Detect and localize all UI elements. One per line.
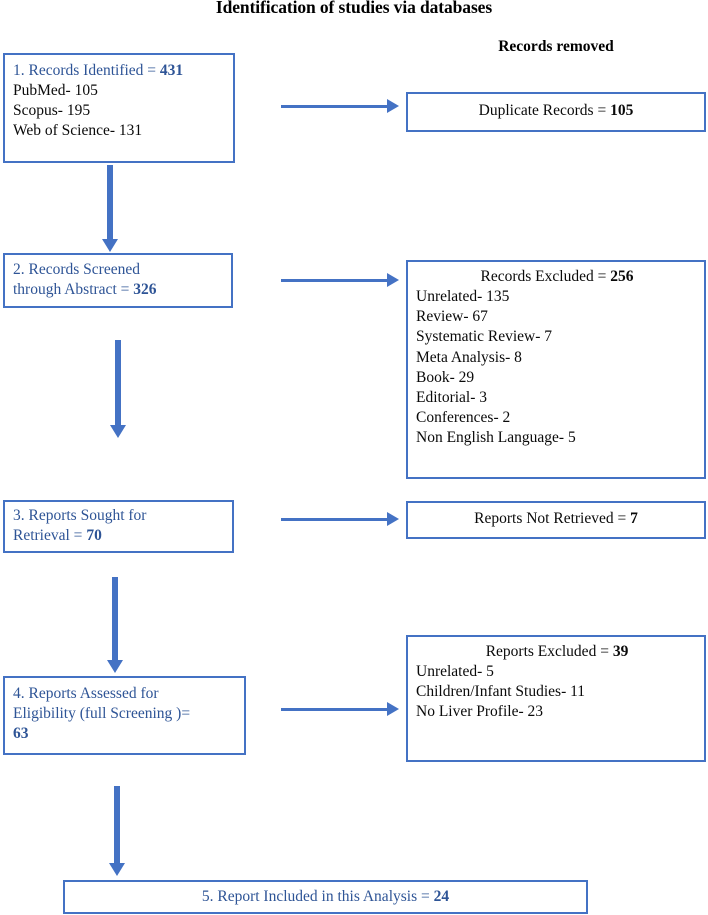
duplicate-records-value: 105 (610, 102, 634, 119)
source-web-of-science: Web of Science- 131 (13, 122, 143, 140)
box-records-excluded: Records Excluded = 256 Unrelated- 135 Re… (406, 260, 706, 479)
records-excluded-value: 256 (610, 268, 634, 285)
box-reports-not-retrieved: Reports Not Retrieved = 7 (406, 501, 706, 539)
reports-not-retrieved-text: Reports Not Retrieved = 7 (474, 510, 638, 527)
reports-assessed-value: 63 (13, 725, 29, 743)
box-records-screened: 2. Records Screened through Abstract = 3… (3, 253, 233, 308)
source-scopus: Scopus- 195 (13, 102, 91, 120)
reports-sought-line1: 3. Reports Sought for (13, 507, 147, 524)
records-screened-value: 326 (133, 281, 157, 299)
records-excluded-heading: Records Excluded = 256 (480, 268, 634, 285)
duplicate-records-text: Duplicate Records = 105 (478, 102, 634, 119)
records-screened-line1: 2. Records Screened (13, 261, 140, 278)
diagram-title: Identification of studies via databases (215, 0, 493, 17)
exclusion-reason-meta-analysis: Meta Analysis- 8 (416, 348, 522, 366)
reports-not-retrieved-value: 7 (630, 510, 638, 527)
reports-excluded-heading: Reports Excluded = 39 (485, 643, 629, 660)
exclusion-reason-systematic-review: Systematic Review- 7 (416, 328, 553, 346)
reports-sought-line2: Retrieval = 70 (13, 527, 102, 545)
reports-assessed-line2: Eligibility (full Screening )= (13, 705, 191, 723)
box-reports-excluded: Reports Excluded = 39 Unrelated- 5 Child… (406, 635, 706, 762)
box-duplicate-records: Duplicate Records = 105 (406, 92, 706, 132)
reports-assessed-line1: 4. Reports Assessed for (13, 685, 159, 702)
report-included-value: 24 (433, 888, 450, 905)
exclusion-reason-unrelated: Unrelated- 135 (416, 288, 510, 306)
records-removed-header: Records removed (498, 38, 614, 55)
exclusion-reason-book: Book- 29 (416, 368, 475, 386)
box-reports-sought: 3. Reports Sought for Retrieval = 70 (3, 500, 234, 553)
report-exclusion-reason-children: Children/Infant Studies- 11 (416, 683, 586, 701)
exclusion-reason-conferences: Conferences- 2 (416, 408, 511, 426)
box-records-identified: 1. Records Identified = 431 PubMed- 105 … (3, 53, 235, 163)
report-included-text: 5. Report Included in this Analysis = 24 (201, 888, 450, 905)
records-identified-heading: 1. Records Identified = 431 (13, 62, 184, 79)
exclusion-reason-review: Review- 67 (416, 308, 488, 326)
reports-sought-value: 70 (86, 527, 102, 545)
reports-excluded-value: 39 (612, 643, 629, 660)
box-reports-assessed: 4. Reports Assessed for Eligibility (ful… (3, 676, 246, 755)
report-exclusion-reason-no-liver-profile: No Liver Profile- 23 (416, 703, 543, 721)
exclusion-reason-editorial: Editorial- 3 (416, 388, 488, 406)
records-screened-line2: through Abstract = 326 (13, 281, 157, 299)
exclusion-reason-non-english: Non English Language- 5 (416, 429, 576, 447)
box-report-included: 5. Report Included in this Analysis = 24 (63, 880, 588, 914)
report-exclusion-reason-unrelated: Unrelated- 5 (416, 663, 494, 681)
records-identified-value: 431 (159, 62, 184, 79)
source-pubmed: PubMed- 105 (13, 82, 98, 100)
